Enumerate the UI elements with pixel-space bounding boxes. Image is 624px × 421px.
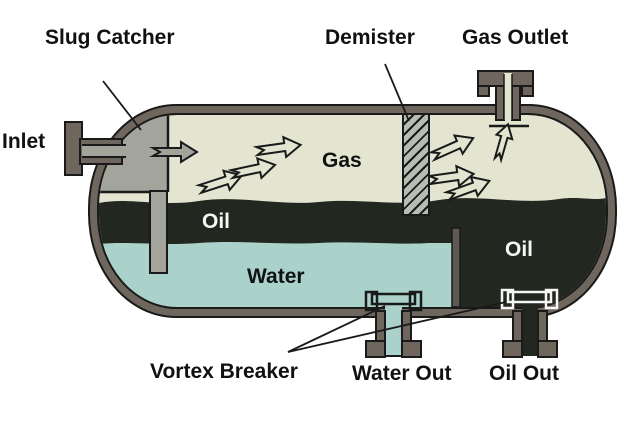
oil-outlet-flange	[537, 340, 558, 358]
oil-layer-label: Oil	[202, 210, 231, 233]
gas-outlet-label: Gas Outlet	[462, 26, 569, 49]
flow-arrow-icon	[425, 164, 476, 188]
oil-out-label: Oil Out	[489, 362, 559, 385]
gas-outlet-flange-tab	[521, 85, 534, 97]
vessel-shell: Gas Oil Water Oil	[88, 104, 617, 318]
outlet-up-arrow-icon	[492, 122, 514, 164]
flow-arrow-icon	[442, 175, 492, 202]
vortex-breaker-label: Vortex Breaker	[150, 360, 298, 383]
weir-plate	[451, 227, 461, 307]
slug-catcher-chamber	[99, 115, 168, 192]
demister-pad	[402, 115, 430, 216]
slug-catcher-label: Slug Catcher	[45, 26, 175, 49]
flow-arrow-icon	[427, 134, 475, 163]
gas-outlet-flange	[477, 70, 534, 87]
water-out-label: Water Out	[352, 362, 452, 385]
water-outlet-flange	[401, 340, 422, 358]
downcomer-pipe	[149, 190, 168, 274]
water-outlet-flange	[365, 340, 386, 358]
demister-label: Demister	[325, 26, 415, 49]
water-region-label: Water	[247, 265, 305, 288]
flow-arrow-icon	[252, 135, 303, 159]
flow-arrow-icon	[227, 156, 277, 180]
gas-region-label: Gas	[322, 149, 362, 172]
oil-outlet-flange	[502, 340, 523, 358]
interior-graphics	[99, 115, 606, 307]
vessel-interior: Gas Oil Water Oil	[97, 113, 608, 309]
inlet-flow-arrow-icon	[149, 140, 199, 164]
flow-arrow-icon	[194, 169, 244, 195]
gas-outlet-flange-tab	[477, 85, 490, 97]
oil-compartment-label: Oil	[505, 238, 534, 261]
inlet-flange	[64, 121, 83, 176]
inlet-label: Inlet	[2, 130, 46, 153]
